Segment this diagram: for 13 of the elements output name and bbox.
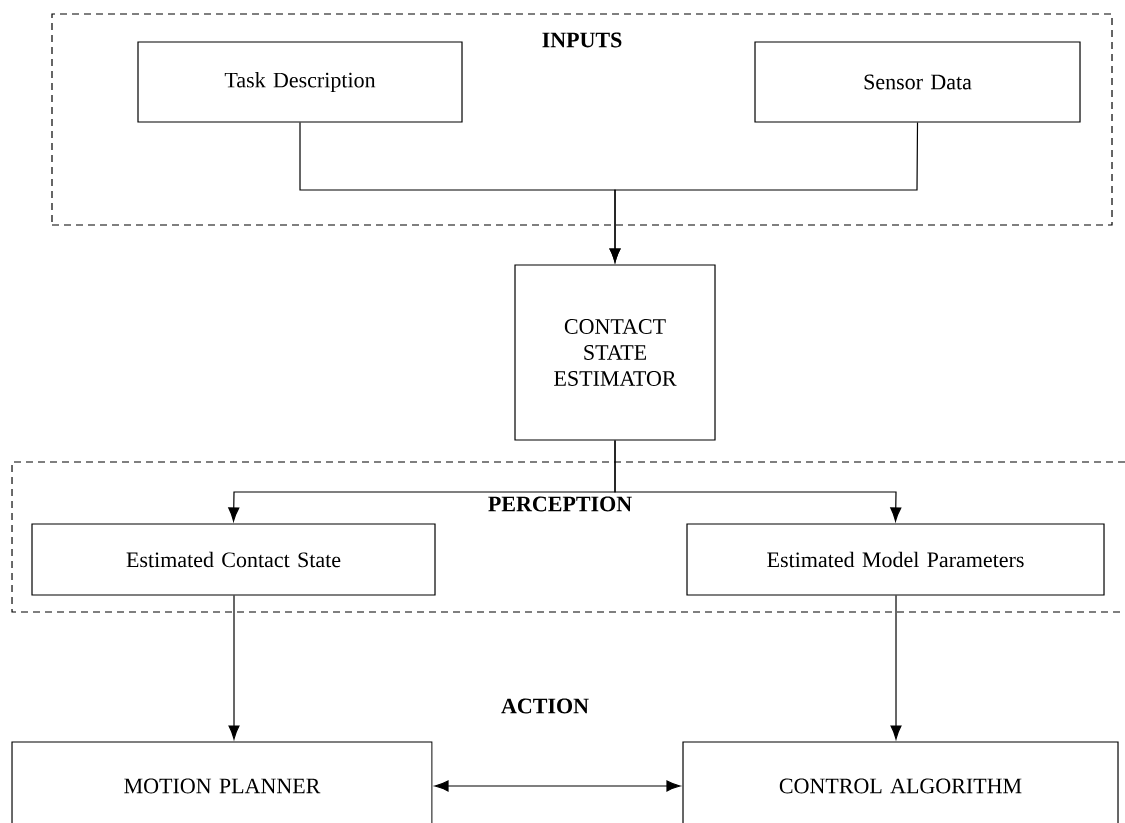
arrow: [228, 595, 240, 740]
arrow: [434, 780, 681, 792]
process-box: Task Description: [137, 41, 463, 123]
process-box: Estimated Contact State: [31, 523, 436, 596]
process-box: MOTION PLANNER: [11, 741, 433, 823]
process-box: Sensor Data: [754, 41, 1081, 123]
arrow: [890, 595, 902, 740]
process-box: Estimated Model Parameters: [686, 523, 1105, 596]
section-heading: ACTION: [501, 698, 589, 714]
arrow: [609, 122, 919, 263]
process-box: CONTROL ALGORITHM: [682, 741, 1119, 823]
arrow: [614, 440, 902, 522]
process-box: CONTACT STATE ESTIMATOR: [514, 264, 716, 441]
